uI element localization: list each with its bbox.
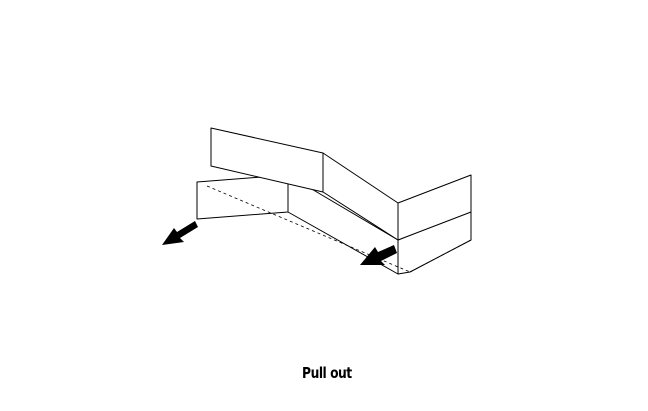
dashed-pull-line xyxy=(206,185,411,273)
left-pull-arrow-icon xyxy=(162,221,198,245)
upper-right-wall xyxy=(397,174,472,241)
diagram-caption: Pull out xyxy=(302,364,352,382)
lower-block-face xyxy=(196,174,289,220)
right-pull-arrow-icon xyxy=(360,245,397,265)
